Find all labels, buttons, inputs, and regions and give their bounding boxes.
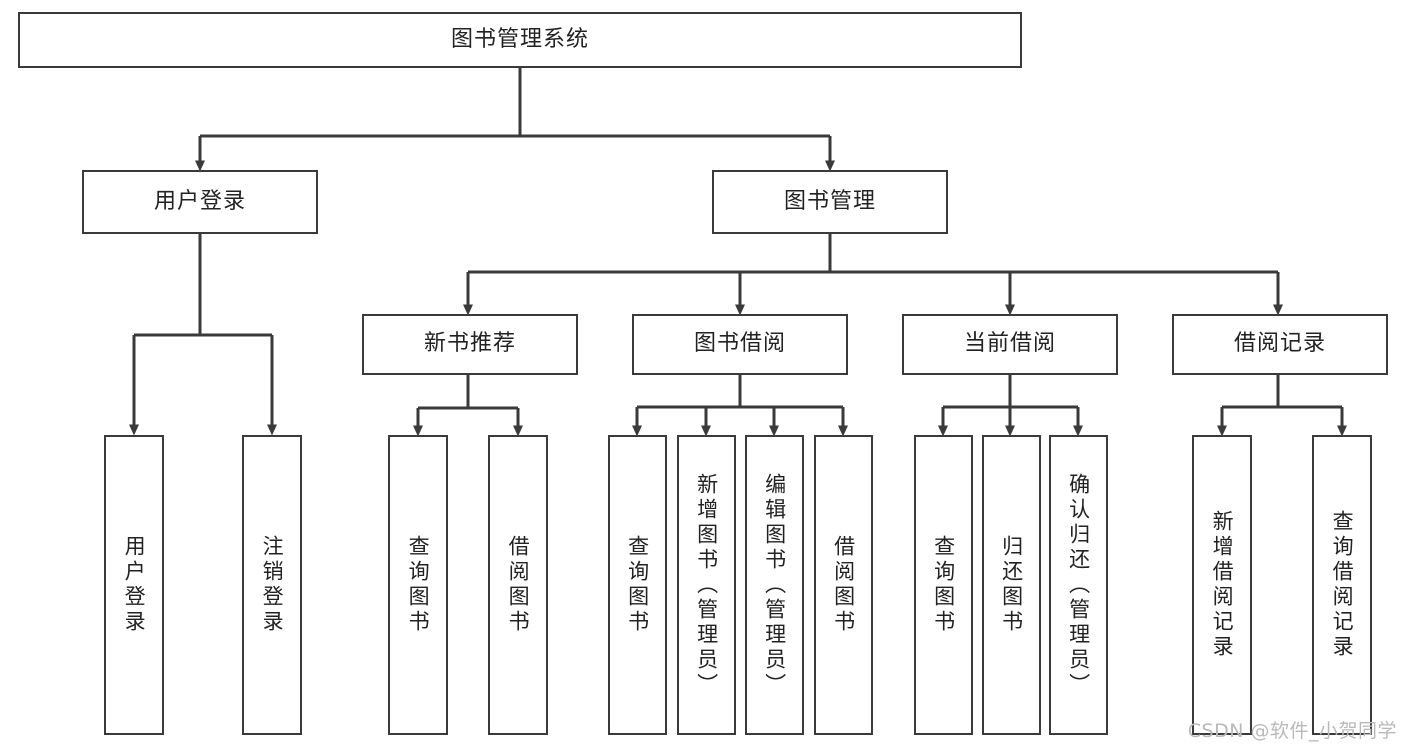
leaf-book-borrow-borrow-book[interactable]: 借阅图书 [814,435,873,735]
node-label: 当前借阅 [963,331,1056,357]
leaf-borrow-record-add-record[interactable]: 新增借阅记录 [1192,435,1252,735]
node-label: 图书借阅 [693,331,786,357]
leaf-book-borrow-edit-book-admin[interactable]: 编辑图书（管理员） [745,435,804,735]
leaf-current-borrow-confirm-return-admin[interactable]: 确认归还（管理员） [1049,435,1108,735]
node-label: 新增借阅记录 [1210,510,1235,660]
node-label: 确认归还（管理员） [1066,472,1091,698]
node-root-book-management-system[interactable]: 图书管理系统 [18,12,1022,68]
node-label: 图书管理系统 [450,26,589,52]
node-label: 借阅图书 [831,535,856,635]
node-label: 借阅图书 [506,535,531,635]
node-book-borrow[interactable]: 图书借阅 [632,314,848,375]
node-label: 新增图书（管理员） [694,472,719,698]
node-label: 图书管理 [783,188,876,214]
leaf-user-login-logout[interactable]: 注销登录 [242,435,302,735]
leaf-new-book-query-book[interactable]: 查询图书 [388,435,448,735]
leaf-borrow-record-query-record[interactable]: 查询借阅记录 [1312,435,1372,735]
node-label: 查询图书 [931,535,956,635]
node-user-login[interactable]: 用户登录 [82,170,318,234]
node-book-management[interactable]: 图书管理 [712,170,948,234]
leaf-book-borrow-query-book[interactable]: 查询图书 [608,435,667,735]
node-new-book-recommend[interactable]: 新书推荐 [362,314,578,375]
node-current-borrow[interactable]: 当前借阅 [902,314,1118,375]
node-label: 编辑图书（管理员） [762,472,787,698]
node-label: 查询借阅记录 [1330,510,1355,660]
node-label: 注销登录 [260,535,285,635]
node-label: 归还图书 [999,535,1024,635]
leaf-current-borrow-query-book[interactable]: 查询图书 [914,435,973,735]
leaf-user-login-login[interactable]: 用户登录 [104,435,164,735]
leaf-current-borrow-return-book[interactable]: 归还图书 [982,435,1041,735]
leaf-book-borrow-add-book-admin[interactable]: 新增图书（管理员） [677,435,736,735]
node-label: 用户登录 [153,188,246,214]
node-label: 新书推荐 [423,331,516,357]
node-borrow-record[interactable]: 借阅记录 [1172,314,1388,375]
leaf-new-book-borrow-book[interactable]: 借阅图书 [488,435,548,735]
node-label: 用户登录 [122,535,147,635]
node-label: 借阅记录 [1233,331,1326,357]
node-label: 查询图书 [406,535,431,635]
node-label: 查询图书 [625,535,650,635]
watermark: CSDN @软件_小贺同学 [1187,720,1397,742]
